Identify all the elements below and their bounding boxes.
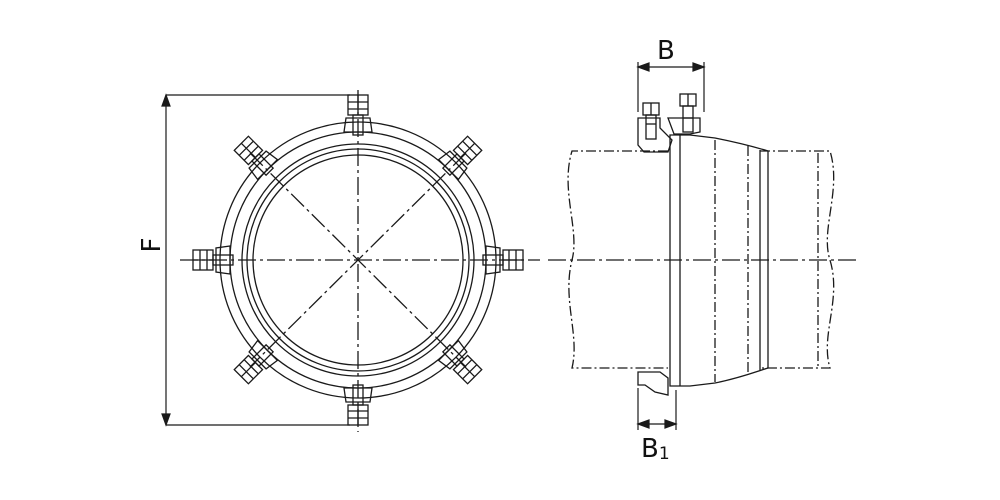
dimension-label-f: F <box>137 237 167 253</box>
bolt-lugs <box>192 94 524 426</box>
b1-dimension <box>636 388 678 430</box>
pipe-inner <box>252 154 464 366</box>
right-pipe <box>760 150 835 369</box>
dimension-label-b: B <box>657 36 675 66</box>
b-dimension <box>636 62 706 112</box>
dimension-label-b1-sub: 1 <box>658 444 670 464</box>
front-view <box>180 90 540 432</box>
dimension-label-b1-base: B <box>641 434 659 464</box>
f-dimension <box>161 93 350 427</box>
top-bolt-right <box>679 93 697 133</box>
bolt-lug <box>343 384 373 426</box>
coupling-body <box>669 134 769 387</box>
bolt-lug <box>437 339 483 385</box>
gland-ring-top <box>637 117 673 153</box>
pipe-outer <box>246 148 470 372</box>
bolt-lug <box>437 135 483 181</box>
outer-ring <box>219 121 497 399</box>
left-pipe <box>567 150 668 369</box>
bolt-lug <box>192 245 234 275</box>
gasket-ring <box>241 143 475 377</box>
gland-ring-bottom <box>637 371 669 396</box>
bolt-lug <box>343 94 373 136</box>
bolt-lug <box>233 135 279 181</box>
dimension-label-b1: B1 <box>641 436 670 463</box>
bolt-lug <box>482 245 524 275</box>
diagonal-center-line-b <box>249 152 467 368</box>
bolt-lug <box>233 339 279 385</box>
side-view <box>548 93 860 396</box>
top-bolt-left <box>642 102 660 140</box>
